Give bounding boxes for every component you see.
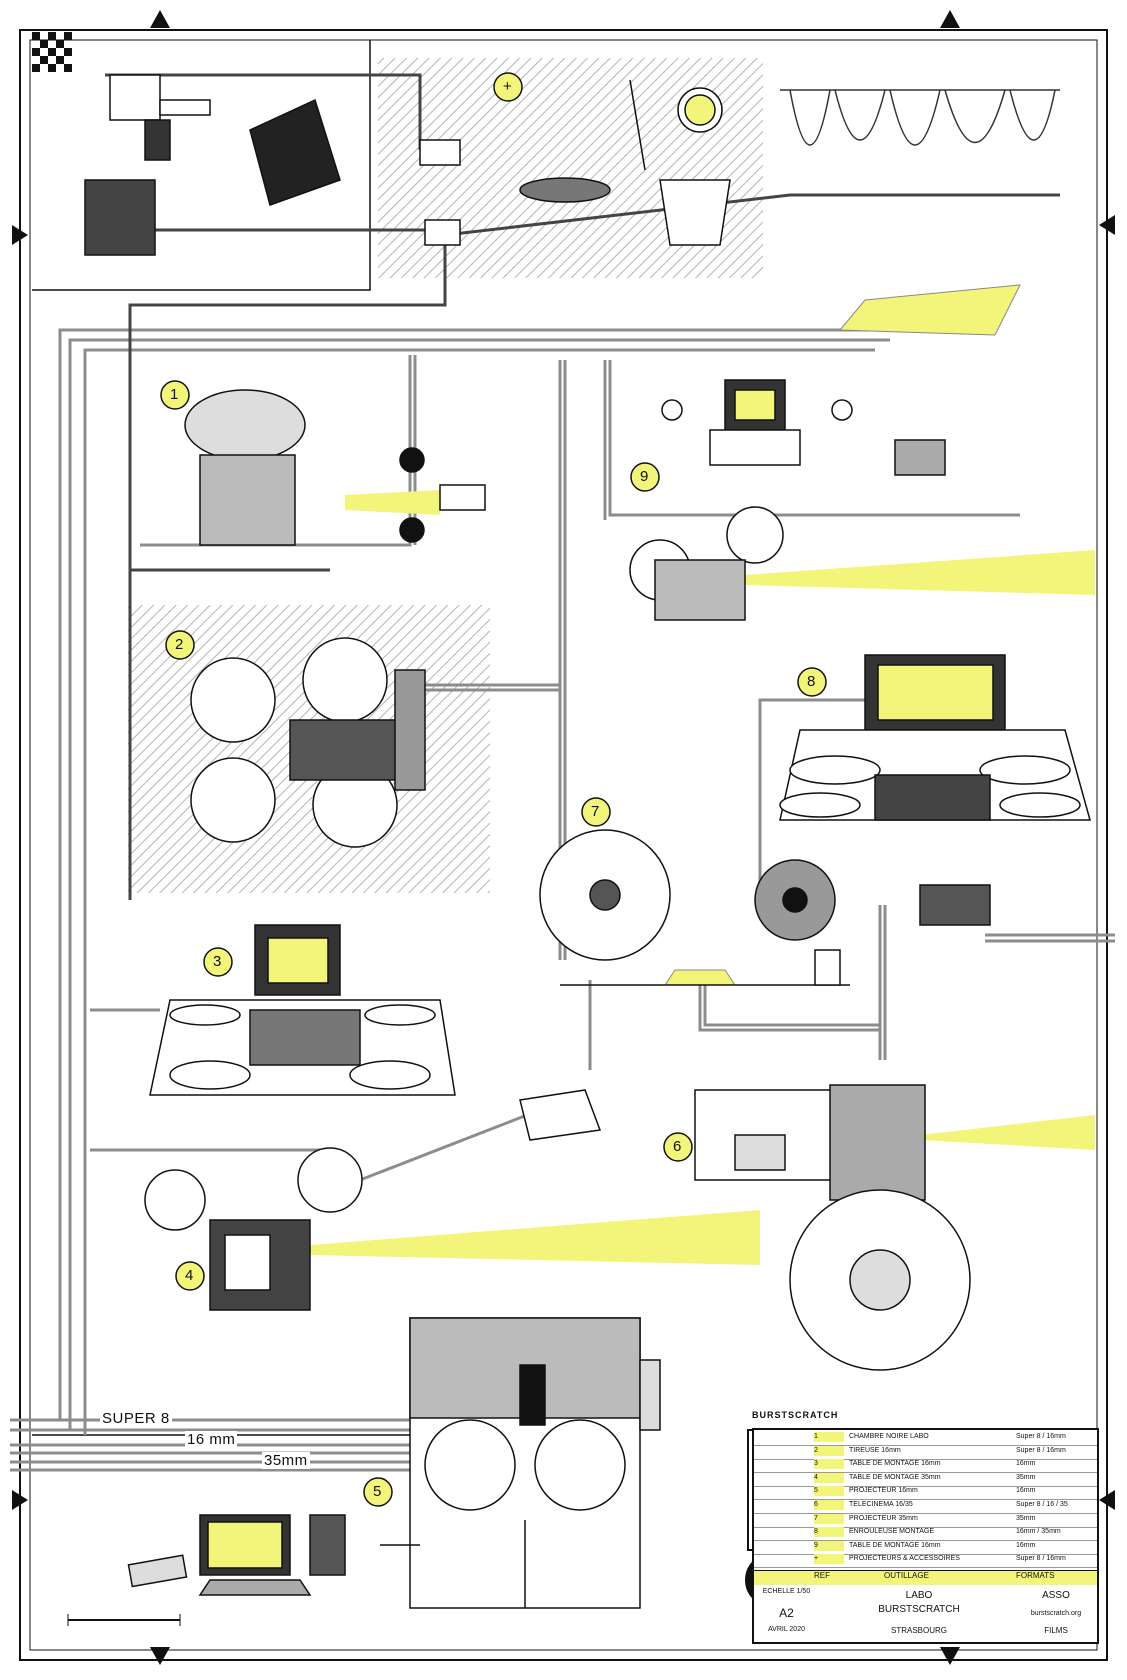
legend-row: 9 TABLE DE MONTAGE 16mm 16mm (754, 1541, 1097, 1555)
film-strip-yellow (840, 285, 1020, 335)
station-number-4: 4 (185, 1267, 194, 1284)
legend-ref: 2 (814, 1446, 844, 1456)
legend-format: Super 8 / 16mm (1016, 1432, 1096, 1442)
title-city: STRASBOURG (824, 1626, 1014, 1635)
title-category: FILMS (1016, 1626, 1096, 1635)
title-sheet: A2 (754, 1606, 819, 1620)
legend-tool: PROJECTEUR 35mm (849, 1514, 1009, 1524)
title-site: burstscratch.org (1016, 1610, 1096, 1617)
station-1-printer (185, 390, 485, 545)
legend-row: 2 TIREUSE 16mm Super 8 / 16mm (754, 1446, 1097, 1460)
legend-format: Super 8 / 16mm (1016, 1446, 1096, 1456)
legend-header: REF OUTILLAGE FORMATS (754, 1570, 1097, 1585)
title-scale: ECHELLE 1/50 (754, 1588, 819, 1595)
station-number-5: 5 (373, 1483, 382, 1500)
station-3-editing-table (150, 925, 455, 1095)
legend-format: 35mm (1016, 1473, 1096, 1483)
station-number-1: 1 (170, 386, 179, 403)
legend-header-tool: OUTILLAGE (884, 1571, 994, 1581)
legend-format: Super 8 / 16mm (1016, 1554, 1096, 1564)
legend-tool: ENROULEUSE MONTAGE (849, 1527, 1009, 1537)
legend-ref: + (814, 1554, 844, 1564)
legend-format: 16mm / 35mm (1016, 1527, 1096, 1537)
station-number-7: 7 (591, 803, 600, 820)
legend-ref: 8 (814, 1527, 844, 1537)
legend-tool: CHAMBRE NOIRE LABO (849, 1432, 1009, 1442)
legend-ref: 6 (814, 1500, 844, 1510)
legend-row: 1 CHAMBRE NOIRE LABO Super 8 / 16mm (754, 1432, 1097, 1446)
track-label-super8: SUPER 8 (100, 1410, 172, 1427)
legend-ref: 5 (814, 1486, 844, 1496)
station-number-6: 6 (673, 1138, 682, 1155)
title-line2: BURSTSCRATCH (824, 1604, 1014, 1615)
logo-text: BURSTSCRATCH (752, 1410, 838, 1420)
legend-tool: TABLE DE MONTAGE 16mm (849, 1459, 1009, 1469)
legend-ref: 4 (814, 1473, 844, 1483)
title-date: AVRIL 2020 (754, 1626, 819, 1633)
legend-ref: 3 (814, 1459, 844, 1469)
legend-format: 16mm (1016, 1459, 1096, 1469)
scale-bar (68, 1614, 180, 1626)
legend-tool: PROJECTEURS & ACCESSOIRES (849, 1554, 1009, 1564)
legend-row: 6 TELECINEMA 16/35 Super 8 / 16 / 35 (754, 1500, 1097, 1514)
title-org: ASSO (1016, 1590, 1096, 1601)
legend-ref: 7 (814, 1514, 844, 1524)
legend-tool: TIREUSE 16mm (849, 1446, 1009, 1456)
legend-tool: PROJECTEUR 16mm (849, 1486, 1009, 1496)
station-7-rewinder (540, 830, 990, 985)
legend-row: 7 PROJECTEUR 35mm 35mm (754, 1514, 1097, 1528)
station-number-3: 3 (213, 953, 222, 970)
legend-row: 3 TABLE DE MONTAGE 16mm 16mm (754, 1459, 1097, 1473)
splicer-pad (665, 970, 735, 985)
legend-header-ref: REF (814, 1571, 844, 1581)
legend-row: + PROJECTEURS & ACCESSOIRES Super 8 / 16mm (754, 1554, 1097, 1568)
legend-format: 16mm (1016, 1486, 1096, 1496)
station-number-9: 9 (640, 468, 649, 485)
legend-row: 5 PROJECTEUR 16mm 16mm (754, 1486, 1097, 1500)
track-label-16mm: 16 mm (185, 1431, 237, 1448)
legend-row: 8 ENROULEUSE MONTAGE 16mm / 35mm (754, 1527, 1097, 1541)
camera-icons (85, 75, 340, 255)
legend-tool: TELECINEMA 16/35 (849, 1500, 1009, 1510)
track-label-35mm: 35mm (262, 1452, 310, 1469)
legend-tool: TABLE DE MONTAGE 35mm (849, 1473, 1009, 1483)
checker-corner (32, 32, 72, 72)
station-number-plus: + (503, 78, 512, 95)
legend-table: 1 CHAMBRE NOIRE LABO Super 8 / 16mm 2 TIREUS… (752, 1428, 1099, 1644)
station-number-8: 8 (807, 673, 816, 690)
legend-tool: TABLE DE MONTAGE 16mm (849, 1541, 1009, 1551)
title-line1: LABO (824, 1590, 1014, 1601)
legend-row: 4 TABLE DE MONTAGE 35mm 35mm (754, 1473, 1097, 1487)
station-4-projector (145, 1090, 600, 1310)
legend-format: 16mm (1016, 1541, 1096, 1551)
legend-ref: 1 (814, 1432, 844, 1442)
legend-format: Super 8 / 16 / 35 (1016, 1500, 1096, 1510)
legend-header-format: FORMATS (1016, 1571, 1096, 1581)
drying-line (780, 90, 1060, 145)
station-number-2: 2 (175, 636, 184, 653)
legend-ref: 9 (814, 1541, 844, 1551)
legend-format: 35mm (1016, 1514, 1096, 1524)
